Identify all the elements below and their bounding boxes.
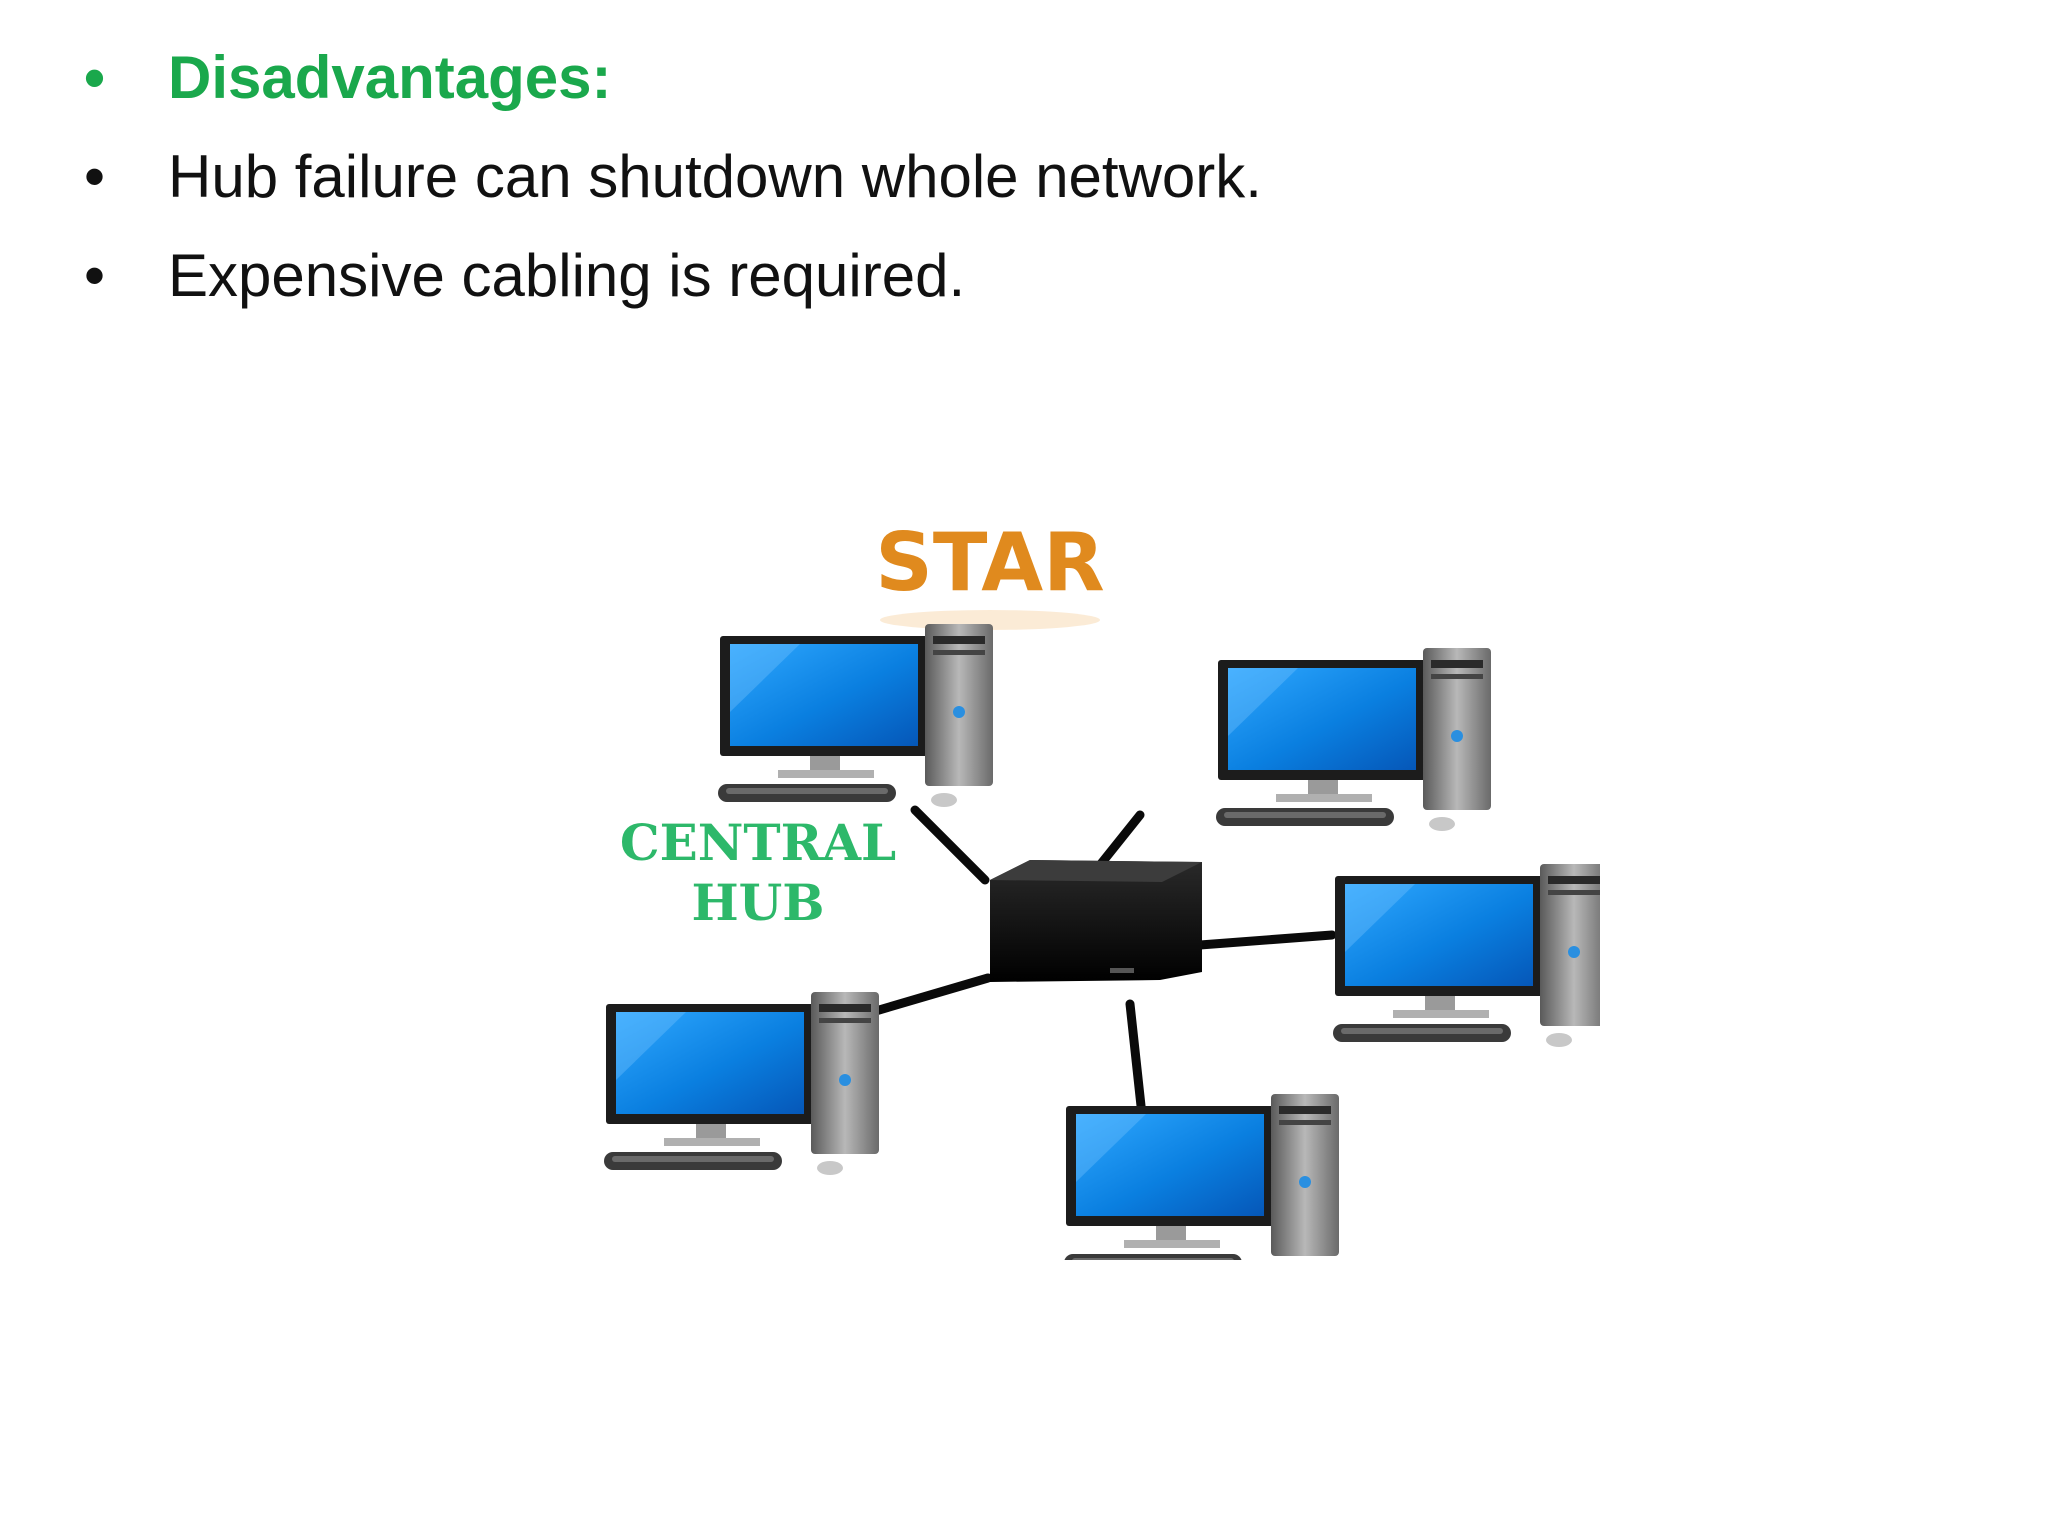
diagram-title: STAR <box>875 520 1105 609</box>
bullet-marker: • <box>84 242 106 309</box>
desktop-computer-icon <box>718 624 993 807</box>
bullet-text: Expensive cabling is required. <box>168 242 966 309</box>
bullet-marker: • <box>84 143 106 210</box>
desktop-computer-icon <box>1064 1094 1339 1260</box>
bullet-item: • Expensive cabling is required. <box>84 246 1262 306</box>
bullet-text: Hub failure can shutdown whole network. <box>168 143 1262 210</box>
bullet-marker: • <box>84 44 106 111</box>
cable-top-left <box>910 805 990 885</box>
cable-bottom <box>1125 999 1147 1120</box>
desktop-computer-icon <box>1333 864 1600 1047</box>
hub-label-line2: HUB <box>691 873 824 932</box>
hub-label-line1: CENTRAL <box>620 813 896 872</box>
cable-right <box>1195 930 1337 950</box>
desktop-computer-icon <box>1216 648 1491 831</box>
star-topology-diagram: STAR CENTRAL HUB <box>560 520 1600 1260</box>
bullet-list: • Disadvantages: • Hub failure can shutd… <box>84 48 1262 345</box>
desktop-computer-icon <box>604 992 879 1175</box>
network-hub-icon <box>990 860 1202 982</box>
bullet-heading-text: Disadvantages: <box>168 44 612 111</box>
bullet-item: • Hub failure can shutdown whole network… <box>84 147 1262 207</box>
bullet-heading: • Disadvantages: <box>84 48 1262 108</box>
star-topology-svg: STAR CENTRAL HUB <box>604 520 1600 1260</box>
